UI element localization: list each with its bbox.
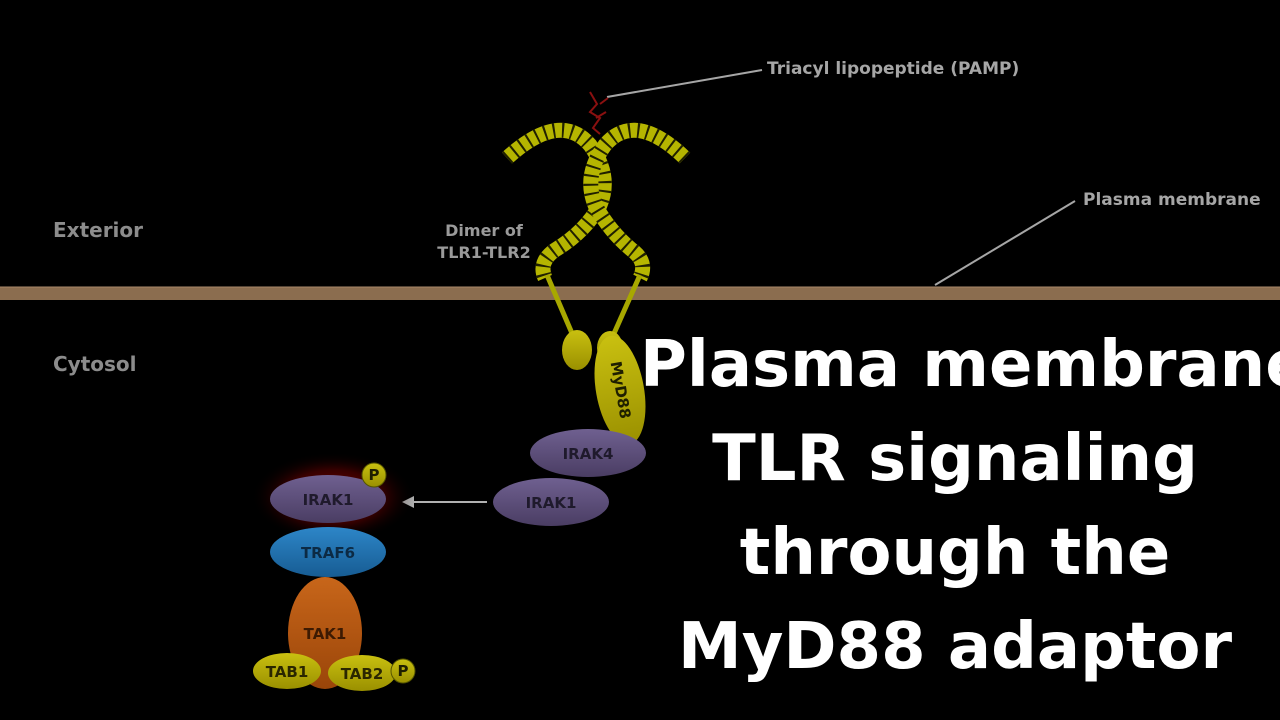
- traf6-shape: [270, 527, 386, 577]
- tab2-phosphate-shape: [390, 658, 416, 684]
- irak1-phosphate-shape: [361, 462, 387, 488]
- receptor-dimer-line2: TLR1-TLR2: [437, 243, 531, 262]
- title-line-3: through the: [739, 516, 1171, 590]
- tab1-label: TAB1: [266, 663, 309, 681]
- pamp-callout: Triacyl lipopeptide (PAMP): [767, 59, 1020, 79]
- membrane-leader-line: [934, 200, 1076, 286]
- receptor-dimer-line1: Dimer of: [445, 221, 523, 240]
- myd88-shape: [594, 335, 646, 445]
- tab2-label: TAB2: [341, 665, 384, 683]
- traf6-label: TRAF6: [301, 544, 355, 562]
- slide-title: Plasma membrane TLR signaling through th…: [640, 318, 1280, 694]
- pamp-leader-line: [606, 69, 763, 98]
- receptor-dimer-label: Dimer of TLR1-TLR2: [426, 220, 542, 264]
- irak4-shape: [530, 429, 646, 477]
- tak1-label: TAK1: [304, 625, 347, 643]
- tab2-phosphate-label: P: [398, 662, 409, 680]
- irak1-active-shape: [270, 475, 386, 523]
- tab2-shape: [328, 655, 396, 691]
- plasma-membrane-callout: Plasma membrane: [1083, 190, 1261, 210]
- irak4-label: IRAK4: [563, 445, 614, 463]
- irak1-active-label: IRAK1: [303, 491, 354, 509]
- title-line-4: MyD88 adaptor: [678, 610, 1232, 684]
- tab1-shape: [253, 653, 321, 689]
- irak1-bound-label: IRAK1: [526, 494, 577, 512]
- exterior-label: Exterior: [53, 218, 144, 242]
- irak1-phosphate-label: P: [369, 466, 380, 484]
- title-line-1: Plasma membrane: [640, 328, 1280, 402]
- pamp-lipopeptide-shape: [588, 91, 609, 135]
- cytosol-label: Cytosol: [53, 352, 137, 376]
- irak1-bound-shape: [493, 478, 609, 526]
- title-line-2: TLR signaling: [712, 422, 1198, 496]
- plasma-membrane-band: [0, 287, 1280, 300]
